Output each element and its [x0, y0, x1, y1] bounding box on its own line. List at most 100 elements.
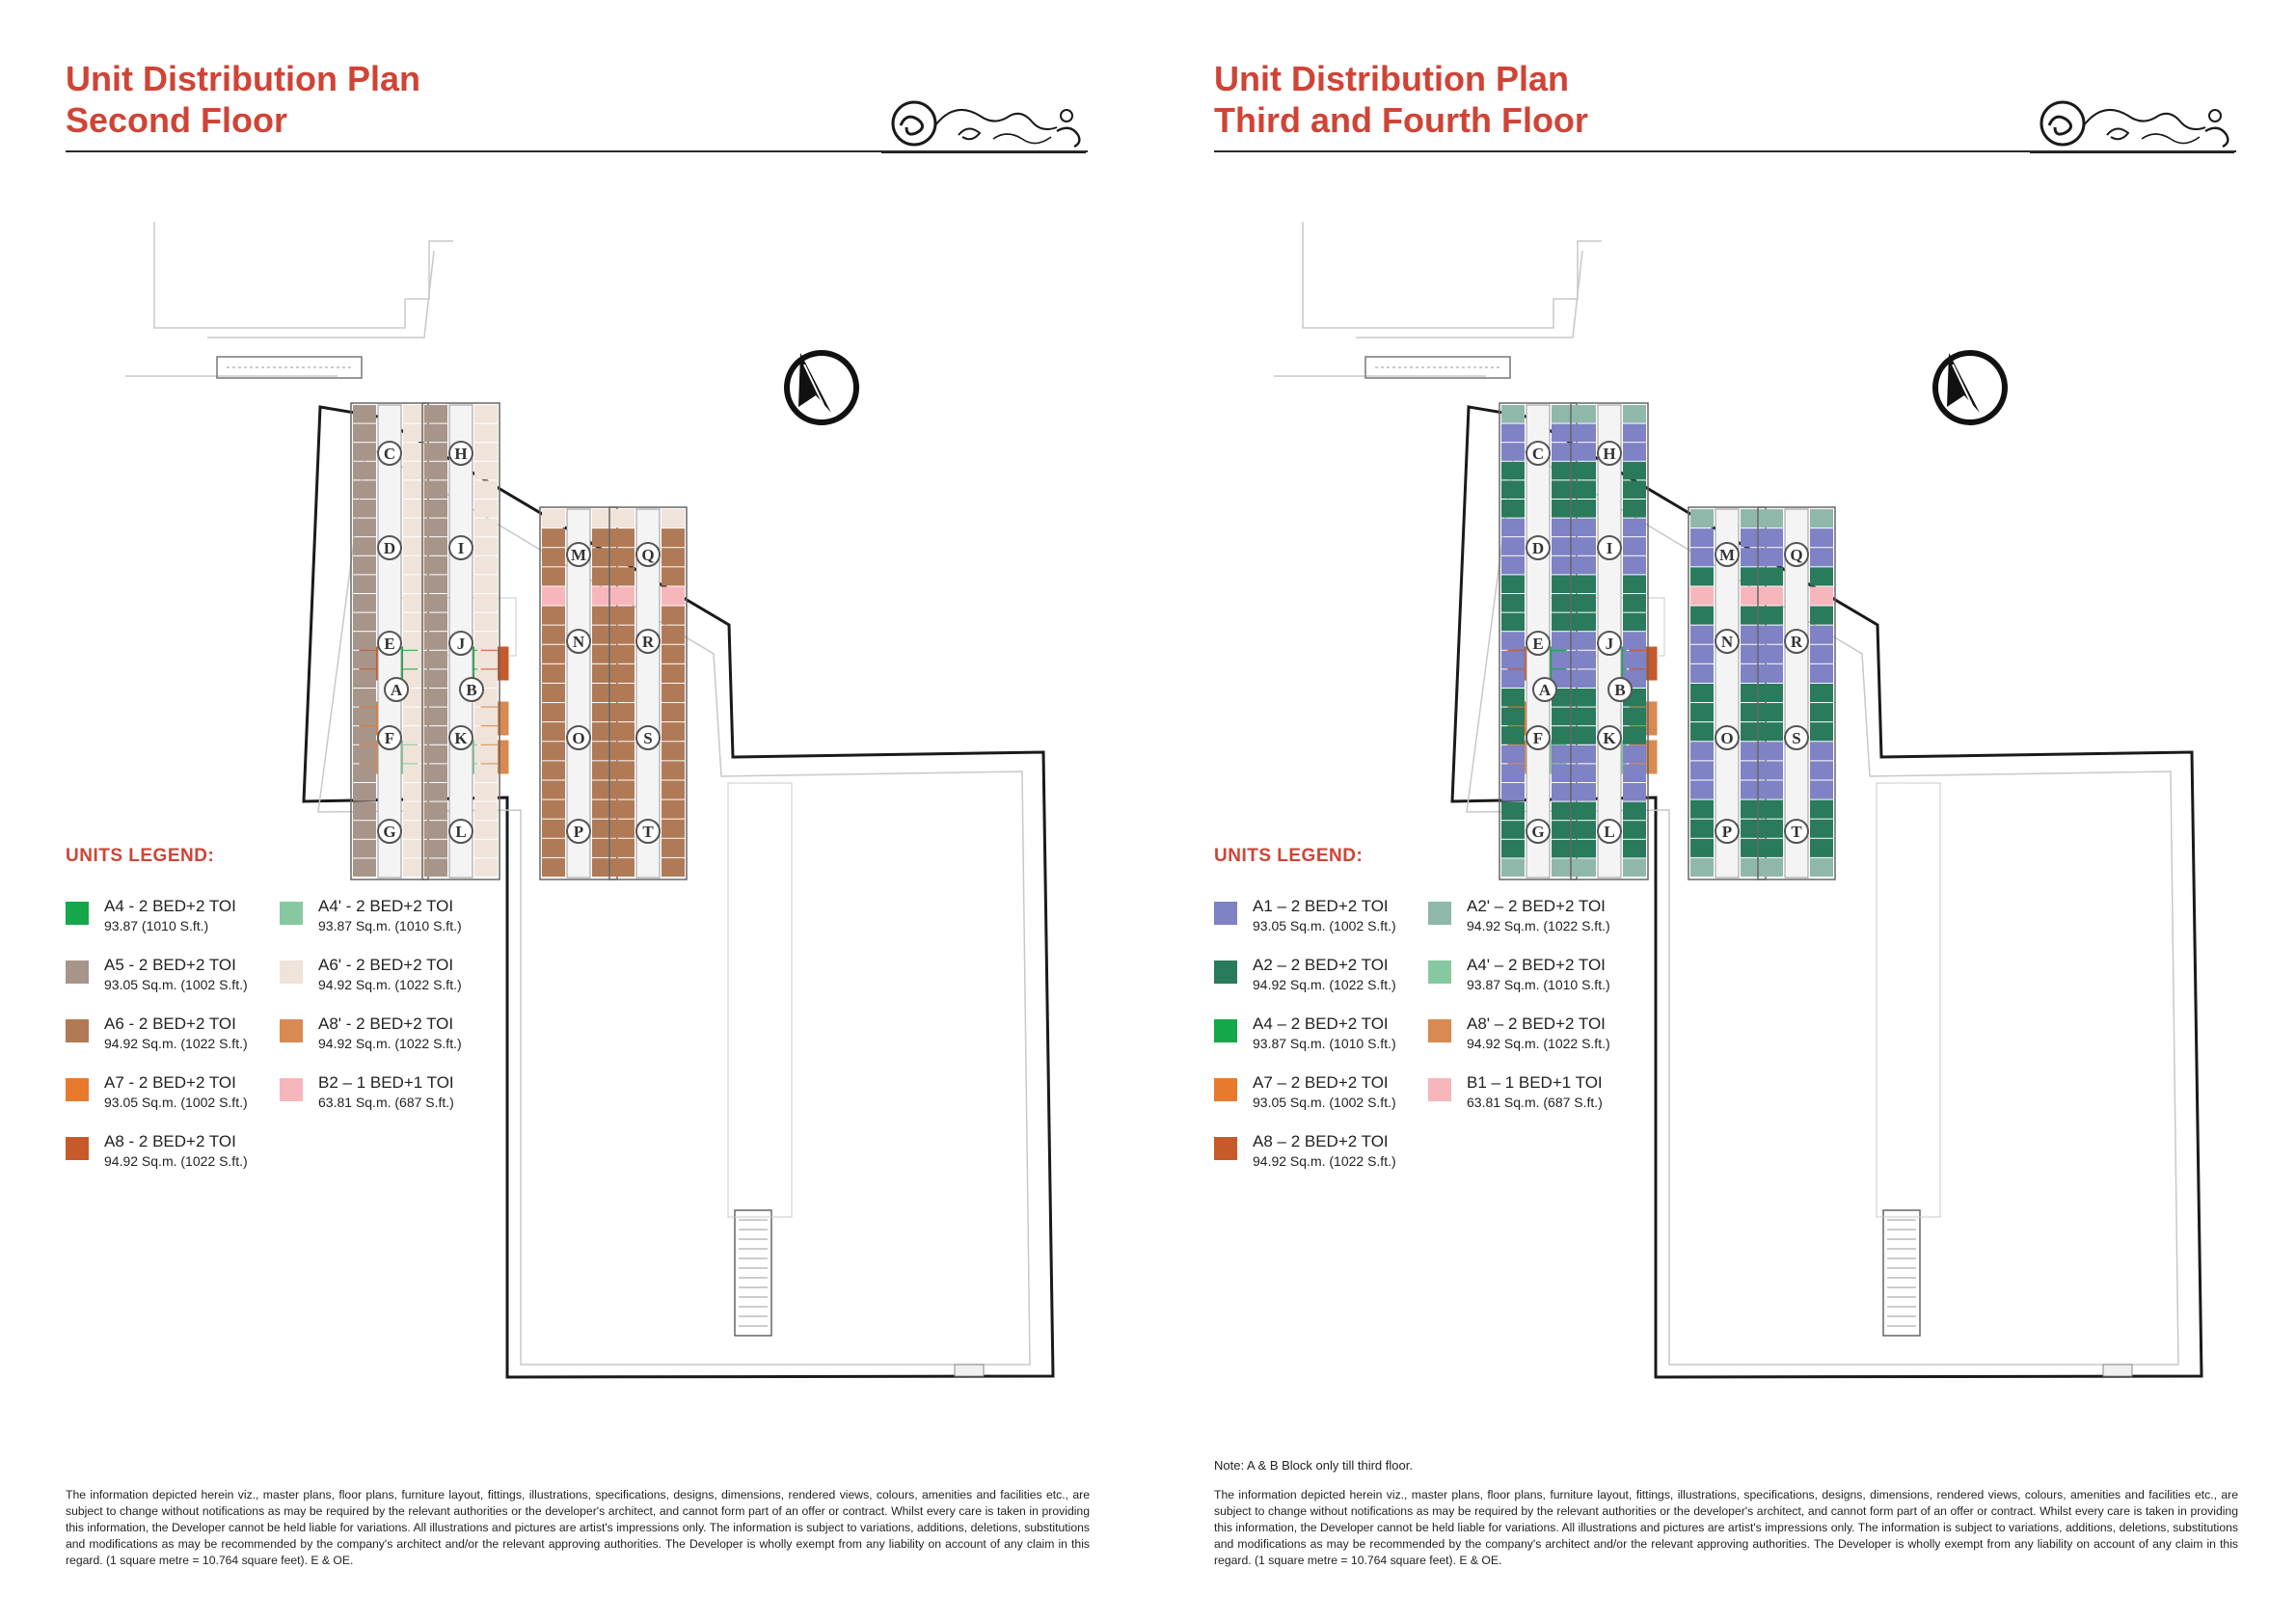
- unit-cell: [1552, 801, 1575, 821]
- unit-cell: [1573, 707, 1596, 726]
- unit-cell: [1573, 480, 1596, 499]
- unit-cell: [662, 586, 685, 606]
- unit-cell: [474, 707, 498, 726]
- unit-cell: [1690, 838, 1714, 857]
- unit-cell: [424, 555, 447, 575]
- unit-cell: [1810, 780, 1833, 799]
- unit-cell: [353, 707, 376, 726]
- unit-cell: [1501, 821, 1525, 839]
- unit-cell: [1573, 858, 1596, 877]
- unit-cell: [1552, 443, 1575, 461]
- unit-cell: [353, 443, 376, 461]
- unit-cell: [1552, 783, 1575, 801]
- unit-cell: [1573, 537, 1596, 555]
- unit-cell: [474, 764, 498, 782]
- unit-cell: [1623, 744, 1646, 764]
- unit-cell: [611, 761, 635, 780]
- svg-text:H: H: [1603, 445, 1615, 463]
- unit-cell: [611, 838, 635, 857]
- legend-unit-area: 94.92 Sq.m. (1022 S.ft.): [1253, 1153, 1396, 1169]
- unit-cell: [474, 575, 498, 593]
- unit-cell: [662, 799, 685, 819]
- unit-cell: [1573, 405, 1596, 423]
- unit-cell: [1552, 423, 1575, 443]
- unit-cell: [1501, 801, 1525, 821]
- unit-cell: [1810, 625, 1833, 644]
- unit-cell: [1760, 761, 1783, 780]
- strip-outline: [421, 402, 500, 880]
- unit-cell: [1760, 838, 1783, 857]
- legend-swatch: [280, 902, 303, 925]
- unit-cell: [1690, 663, 1714, 683]
- unit-cell: [1623, 764, 1646, 782]
- block-label: C: [1526, 441, 1551, 466]
- unit-cell: [474, 405, 498, 423]
- unit-cell: [403, 594, 426, 612]
- legend-title: UNITS LEGEND:: [1214, 846, 1364, 866]
- unit-cell: [1552, 650, 1575, 669]
- unit-cell: [1760, 509, 1783, 528]
- unit-cell: [1623, 801, 1646, 821]
- page-title: Unit Distribution Plan: [1214, 59, 1569, 98]
- unit-cell: [403, 405, 426, 423]
- block-label: L: [448, 819, 473, 844]
- unit-cell: [542, 703, 565, 722]
- svg-text:F: F: [385, 729, 394, 747]
- block-label: P: [566, 819, 591, 844]
- unit-cell: [1623, 405, 1646, 423]
- unit-cell: [1501, 500, 1525, 518]
- unit-cell: [1501, 632, 1525, 650]
- unit-cell: [542, 528, 565, 548]
- legend-unit-area: 63.81 Sq.m. (687 S.ft.): [1467, 1095, 1603, 1110]
- legend-unit-name: A4' - 2 BED+2 TOI: [318, 897, 454, 915]
- block-label: F: [1526, 725, 1551, 750]
- legend-swatch: [1214, 1019, 1237, 1042]
- unit-cell: [1573, 801, 1596, 821]
- unit-cell: [403, 480, 426, 499]
- block-label: B: [459, 677, 484, 702]
- unit-cell: [474, 744, 498, 764]
- unit-cell: [1810, 703, 1833, 722]
- unit-cell: [1552, 537, 1575, 555]
- unit-cell: [1623, 555, 1646, 575]
- block-label: T: [635, 819, 661, 844]
- svg-text:I: I: [458, 539, 465, 557]
- block-label: H: [448, 441, 473, 466]
- unit-cell: [1501, 783, 1525, 801]
- unit-cell: [1690, 683, 1714, 703]
- block-label: R: [635, 629, 661, 654]
- unit-cell: [611, 780, 635, 799]
- unit-cell: [403, 612, 426, 632]
- unit-cell: [542, 722, 565, 742]
- unit-cell: [1810, 586, 1833, 606]
- unit-cell: [474, 632, 498, 650]
- legend-swatch: [1214, 902, 1237, 925]
- unit-cell: [1501, 764, 1525, 782]
- unit-cell: [1501, 537, 1525, 555]
- unit-cell: [1760, 780, 1783, 799]
- unit-cell: [1623, 461, 1646, 480]
- unit-cell: [424, 480, 447, 499]
- unit-cell: [1623, 726, 1646, 744]
- svg-text:P: P: [1722, 823, 1732, 841]
- unit-cell: [542, 586, 565, 606]
- svg-text:B: B: [1614, 681, 1625, 699]
- legend-swatch: [1214, 1078, 1237, 1101]
- unit-cell: [1573, 744, 1596, 764]
- unit-cell: [662, 683, 685, 703]
- road-outline: [1274, 250, 1583, 377]
- page-subtitle: Third and Fourth Floor: [1214, 100, 1588, 140]
- unit-cell: [542, 819, 565, 838]
- unit-cell: [1760, 857, 1783, 877]
- unit-cell: [474, 858, 498, 877]
- unit-cell: [353, 405, 376, 423]
- unit-cell: [1573, 500, 1596, 518]
- unit-cell: [1501, 707, 1525, 726]
- unit-cell: [1690, 606, 1714, 625]
